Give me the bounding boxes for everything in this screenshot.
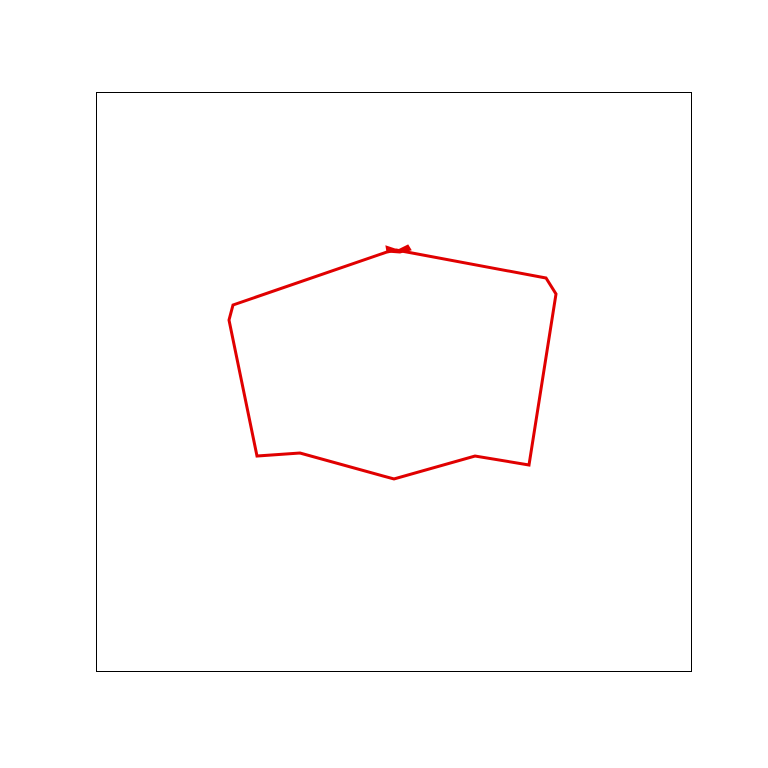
polygon-notch-mark	[385, 244, 412, 254]
plot-frame	[96, 92, 692, 672]
red-polygon-outline	[227, 248, 558, 481]
